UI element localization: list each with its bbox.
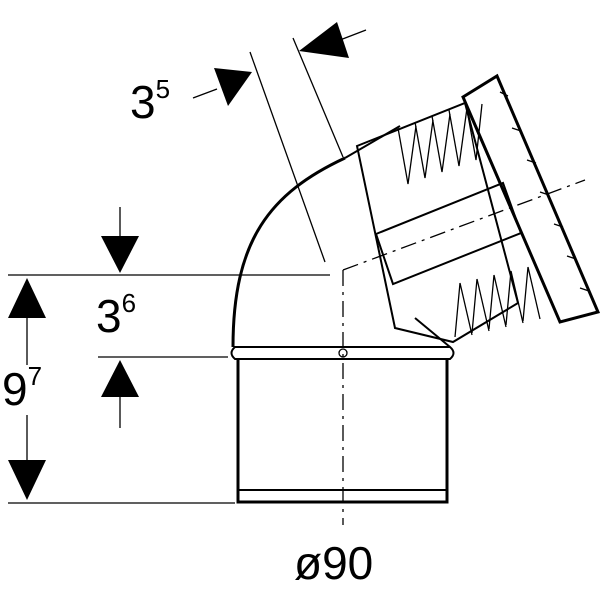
elbow-body [231,125,451,348]
dim-value-base: 9 [2,363,28,415]
centre-lines [342,179,586,525]
extension-lines [8,37,344,504]
angled-socket [355,73,600,344]
dim-label-total-height: 97 [2,363,42,412]
dim-label-socket-depth: 36 [96,290,136,339]
dim-label-wall-offset: 35 [130,76,170,125]
dim-value-sup: 7 [27,361,43,391]
dim-label-diameter: ø90 [294,537,374,589]
dim-value-base: 3 [96,290,122,342]
dim-value-base: 3 [130,76,156,128]
dim-value-sup: 6 [121,288,137,318]
dim-value-sup: 5 [155,74,171,104]
dim-socket-depth [101,207,139,428]
dim-total-height [8,278,46,500]
dim-wall-offset [192,22,367,106]
